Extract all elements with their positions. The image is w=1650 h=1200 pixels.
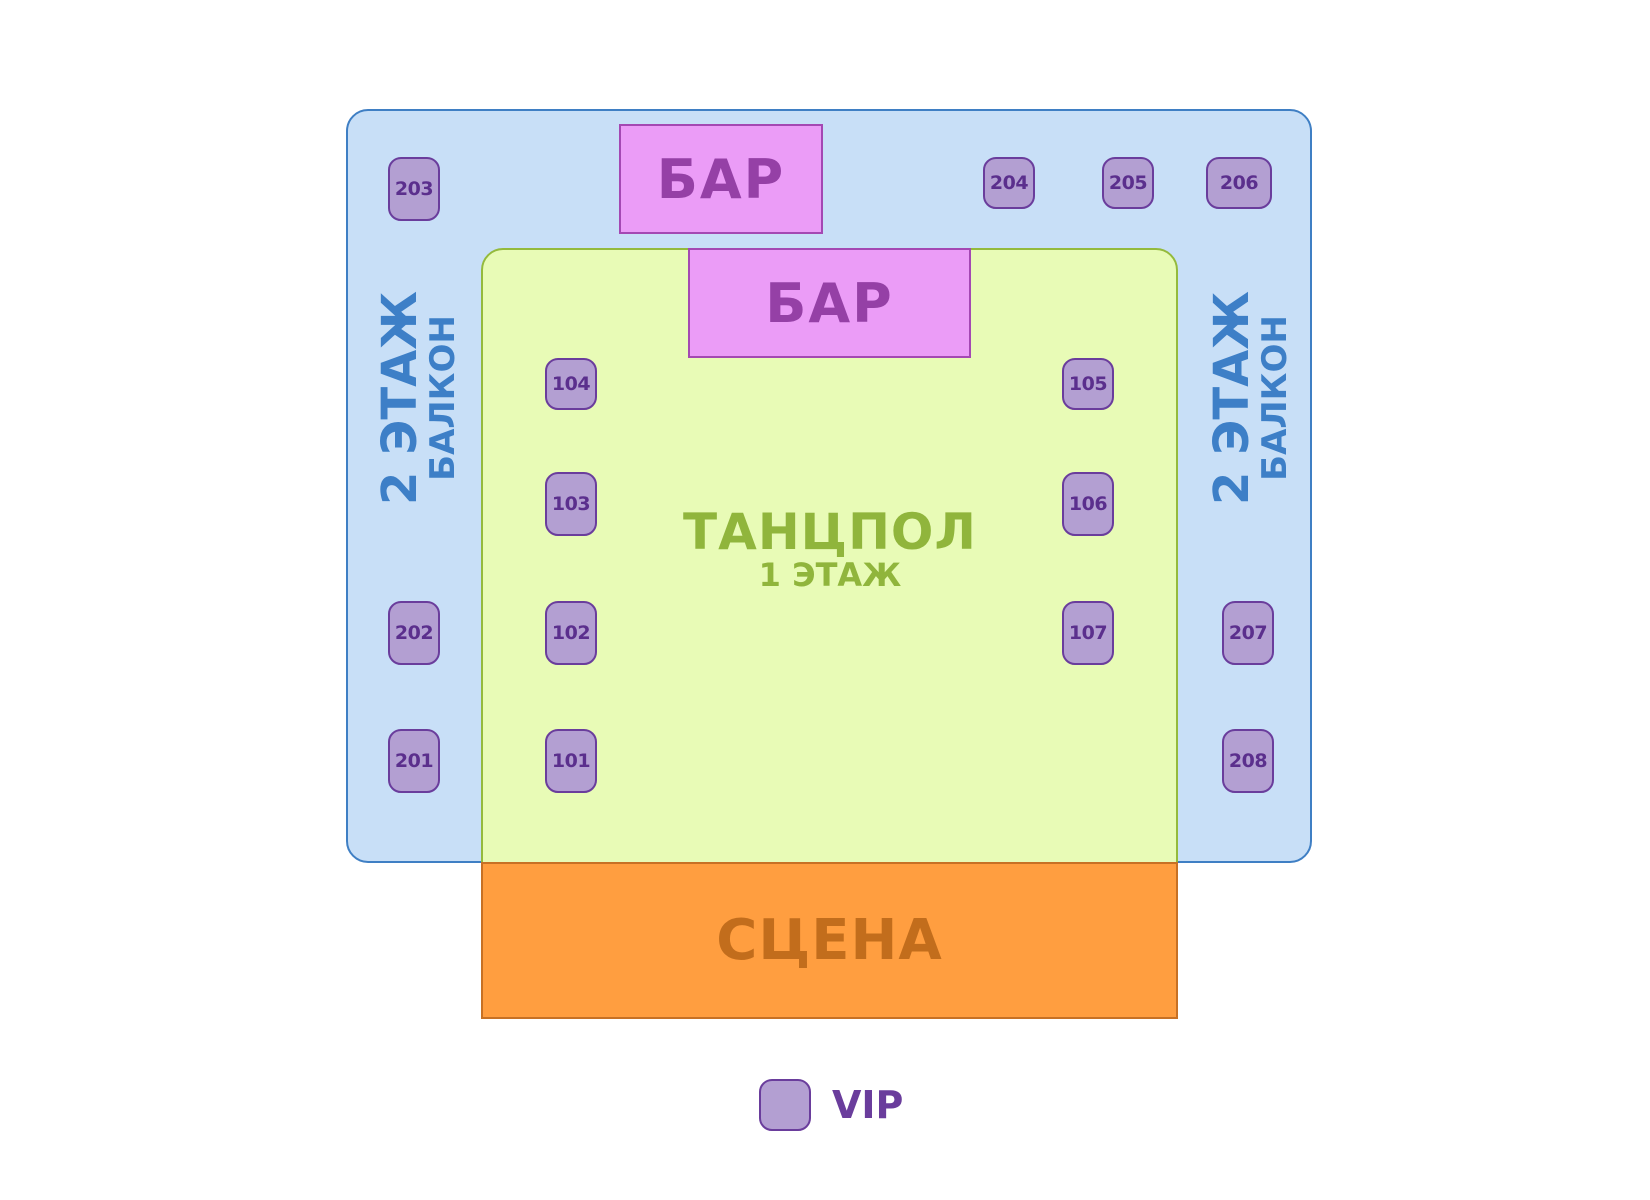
table-number: 206: [1219, 172, 1259, 194]
vip-table-208[interactable]: 208: [1222, 729, 1274, 793]
balcony-subtitle-left: БАЛКОН: [423, 315, 464, 481]
vip-table-105[interactable]: 105: [1062, 358, 1114, 410]
vip-table-104[interactable]: 104: [545, 358, 597, 410]
table-number: 104: [551, 373, 591, 395]
table-number: 207: [1228, 622, 1268, 644]
vip-table-205[interactable]: 205: [1102, 157, 1154, 209]
vip-table-201[interactable]: 201: [388, 729, 440, 793]
dancefloor-label: ТАНЦПОЛ 1 ЭТАЖ: [660, 507, 1000, 591]
bar-balcony-label: БАР: [656, 147, 786, 211]
balcony-label-right: 2 ЭТАЖ БАЛКОН: [1195, 268, 1305, 528]
balcony-title-left: 2 ЭТАЖ: [372, 291, 429, 505]
table-number: 102: [551, 622, 591, 644]
dancefloor-subtitle: 1 ЭТАЖ: [758, 556, 902, 594]
table-number: 202: [394, 622, 434, 644]
stage-label: СЦЕНА: [716, 908, 943, 973]
table-number: 208: [1228, 750, 1268, 772]
table-number: 205: [1108, 172, 1148, 194]
table-number: 101: [551, 750, 591, 772]
table-number: 107: [1068, 622, 1108, 644]
bar-dancefloor[interactable]: БАР: [688, 248, 971, 358]
balcony-subtitle-right: БАЛКОН: [1255, 315, 1296, 481]
table-number: 201: [394, 750, 434, 772]
table-number: 204: [989, 172, 1029, 194]
bar-balcony[interactable]: БАР: [619, 124, 823, 234]
balcony-label-left: 2 ЭТАЖ БАЛКОН: [363, 268, 473, 528]
vip-table-101[interactable]: 101: [545, 729, 597, 793]
vip-table-106[interactable]: 106: [1062, 472, 1114, 536]
vip-table-102[interactable]: 102: [545, 601, 597, 665]
vip-table-107[interactable]: 107: [1062, 601, 1114, 665]
vip-table-204[interactable]: 204: [983, 157, 1035, 209]
table-number: 103: [551, 493, 591, 515]
table-number: 105: [1068, 373, 1108, 395]
balcony-title-right: 2 ЭТАЖ: [1204, 291, 1261, 505]
legend-vip-swatch: [759, 1079, 811, 1131]
vip-table-203[interactable]: 203: [388, 157, 440, 221]
vip-table-206[interactable]: 206: [1206, 157, 1272, 209]
legend-vip-label: VIP: [832, 1083, 904, 1127]
table-number: 106: [1068, 493, 1108, 515]
table-number: 203: [394, 178, 434, 200]
vip-table-103[interactable]: 103: [545, 472, 597, 536]
vip-table-207[interactable]: 207: [1222, 601, 1274, 665]
dancefloor-title: ТАНЦПОЛ: [683, 503, 977, 561]
bar-dancefloor-label: БАР: [765, 271, 894, 335]
vip-table-202[interactable]: 202: [388, 601, 440, 665]
stage-zone: СЦЕНА: [481, 862, 1178, 1019]
